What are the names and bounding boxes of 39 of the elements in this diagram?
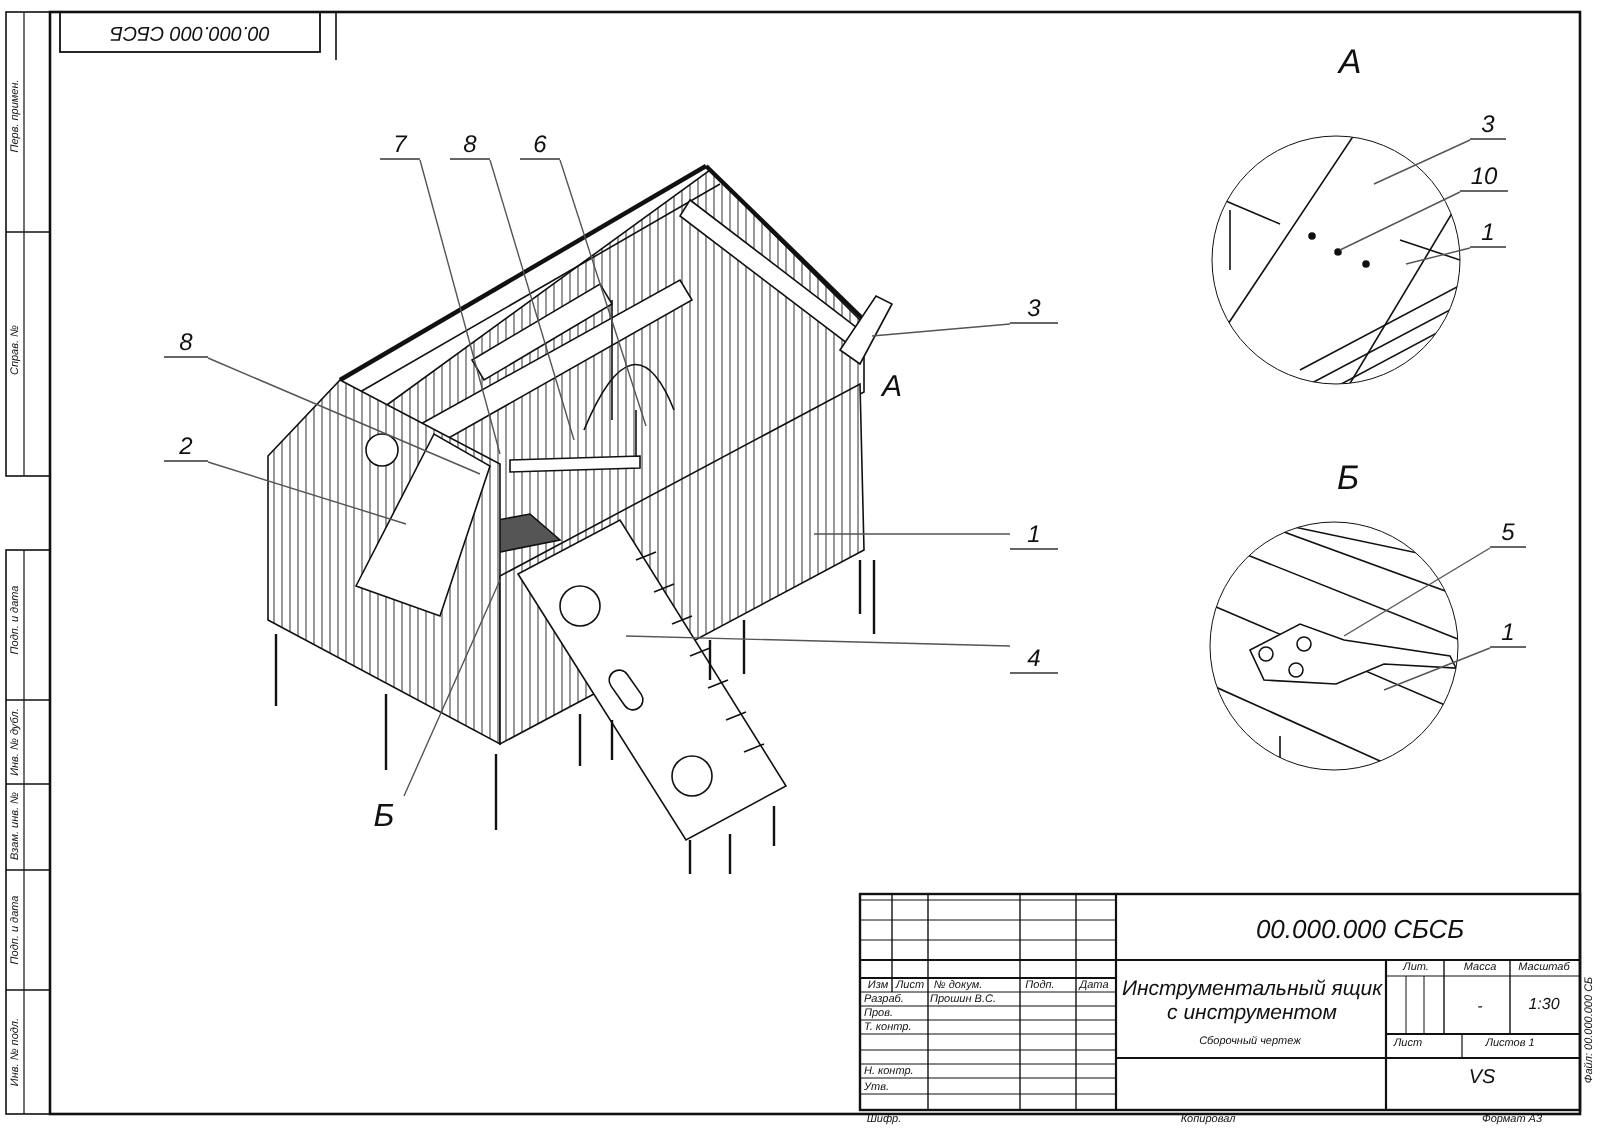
leader-line (207, 357, 481, 475)
leader-line (625, 635, 1011, 647)
leader-line (813, 533, 1011, 535)
leader-line (1383, 647, 1491, 691)
drawing-title: Инструментальный ящик с инструментом (1119, 978, 1385, 1026)
callout-number: 8 (450, 132, 490, 160)
callout-number: Б (364, 796, 404, 836)
callout-number: 3 (1010, 296, 1058, 324)
view-letter: А (1338, 45, 1362, 83)
callout-number: 3 (1470, 114, 1506, 140)
leader-line (419, 159, 501, 455)
view-letter: А (882, 371, 902, 405)
callout-number: 2 (164, 434, 208, 462)
view-letter: Б (1336, 461, 1360, 499)
scale-value: 1:30 (1528, 997, 1560, 1015)
mass-value: - (1477, 999, 1483, 1017)
organization-code: VS (1468, 1067, 1496, 1089)
drawing-number-text: 00.000.000 СБСБ (109, 21, 271, 43)
leader-line (1405, 247, 1471, 265)
leader-line (489, 159, 575, 441)
leader-line (1373, 139, 1471, 185)
detail-view-drawing (1209, 521, 1459, 771)
leader-line (1339, 191, 1461, 251)
drawing-number-text: 00.000.000 СБСБ (1255, 915, 1465, 945)
detail-view-drawing (1211, 135, 1461, 385)
callout-number: 10 (1460, 166, 1508, 192)
callout-number: 1 (1010, 522, 1058, 550)
leader-line (871, 323, 1011, 337)
callout-number: 1 (1490, 622, 1526, 648)
callout-number: 5 (1490, 522, 1526, 548)
leader-line (1343, 547, 1491, 637)
callout-number: 7 (380, 132, 420, 160)
callout-number: 4 (1010, 646, 1058, 674)
callout-number: 8 (164, 330, 208, 358)
leader-line (207, 461, 407, 525)
leader-line (559, 159, 647, 427)
callout-number: 6 (520, 132, 560, 160)
leader-line (403, 579, 501, 797)
callout-number: 1 (1470, 222, 1506, 248)
